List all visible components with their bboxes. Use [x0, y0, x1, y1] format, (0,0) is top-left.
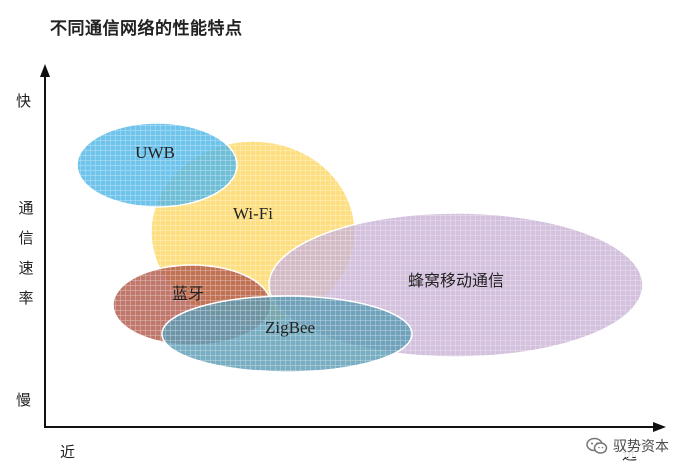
- blob-uwb: [76, 122, 238, 208]
- wechat-icon: [586, 437, 608, 454]
- watermark: 驭势资本: [582, 435, 673, 457]
- y-axis-bottom-label: 慢: [16, 391, 32, 409]
- y-axis-title: 通 信 速 率: [16, 193, 36, 313]
- y-axis-title-char: 速: [18, 259, 34, 277]
- x-axis-left-label: 近: [60, 443, 76, 461]
- y-axis-title-char: 通: [18, 199, 34, 217]
- label-cellular: 蜂窝移动通信: [407, 271, 505, 290]
- watermark-text: 驭势资本: [613, 439, 669, 455]
- y-axis-title-char: 率: [18, 289, 34, 307]
- blob-zigbee: [161, 295, 413, 373]
- y-axis-top-label: 快: [16, 92, 32, 110]
- label-uwb: UWB: [135, 143, 175, 162]
- label-zigbee: ZigBee: [264, 318, 316, 337]
- y-axis-title-char: 信: [18, 229, 34, 247]
- x-axis-arrow: [653, 422, 666, 432]
- label-bluetooth: 蓝牙: [171, 284, 205, 303]
- page-title: 不同通信网络的性能特点: [50, 19, 243, 39]
- label-wifi: Wi-Fi: [233, 204, 273, 223]
- y-axis-arrow: [40, 64, 50, 77]
